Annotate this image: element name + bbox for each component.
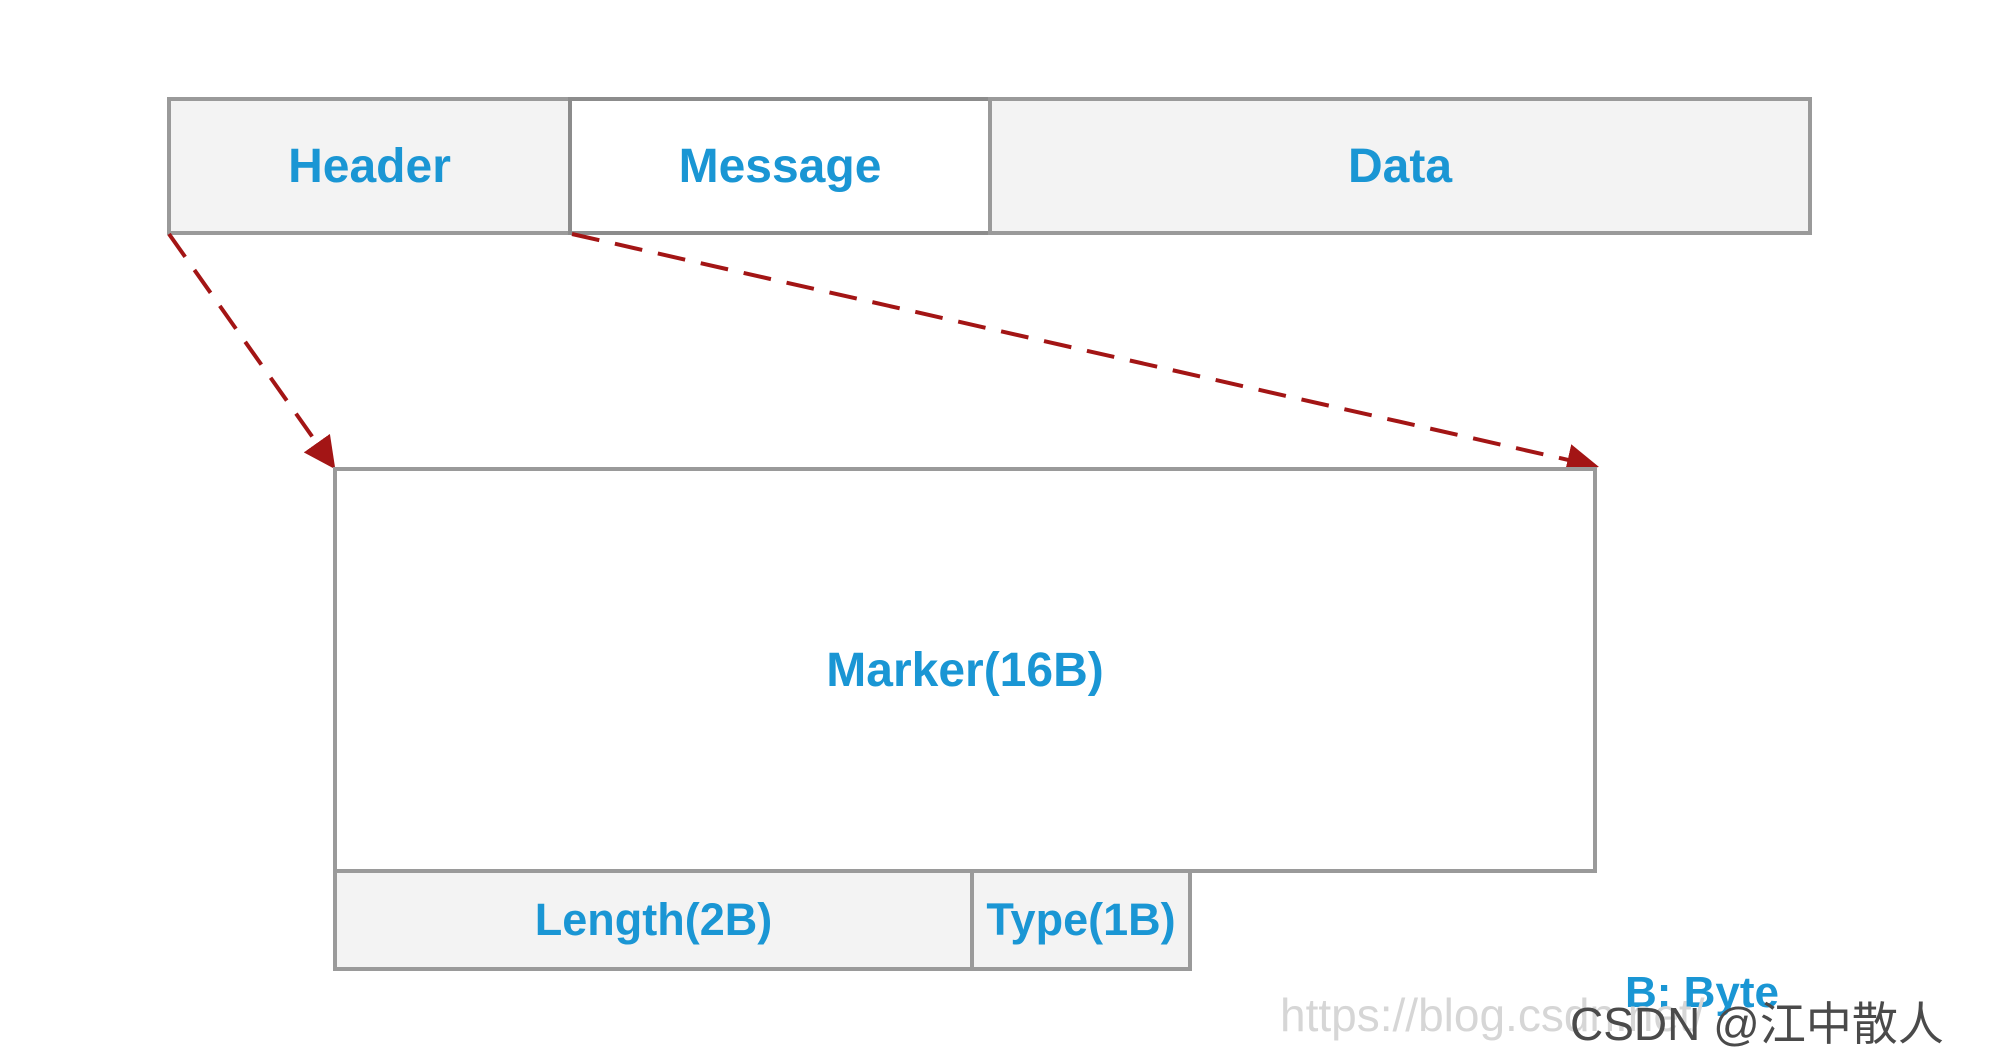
left-dashed-arrow [167, 232, 336, 470]
data-block: Data [988, 97, 1812, 235]
type-label: Type(1B) [986, 894, 1176, 945]
marker-block: Marker(16B) [333, 467, 1597, 873]
length-block: Length(2B) [333, 869, 974, 971]
watermark-url: https://blog.csdn.net/ [1280, 989, 1705, 1041]
watermark-author: CSDN @江中散人 [1570, 998, 1944, 1050]
message-block: Message [568, 97, 992, 235]
header-label: Header [288, 139, 451, 193]
byte-legend: B: Byte [1625, 968, 1780, 1017]
marker-label: Marker(16B) [826, 643, 1104, 697]
right-dashed-arrow [571, 232, 1599, 476]
data-label: Data [1347, 139, 1453, 193]
type-block: Type(1B) [970, 869, 1192, 971]
message-label: Message [678, 139, 882, 193]
length-label: Length(2B) [534, 894, 773, 945]
header-block: Header [167, 97, 572, 235]
